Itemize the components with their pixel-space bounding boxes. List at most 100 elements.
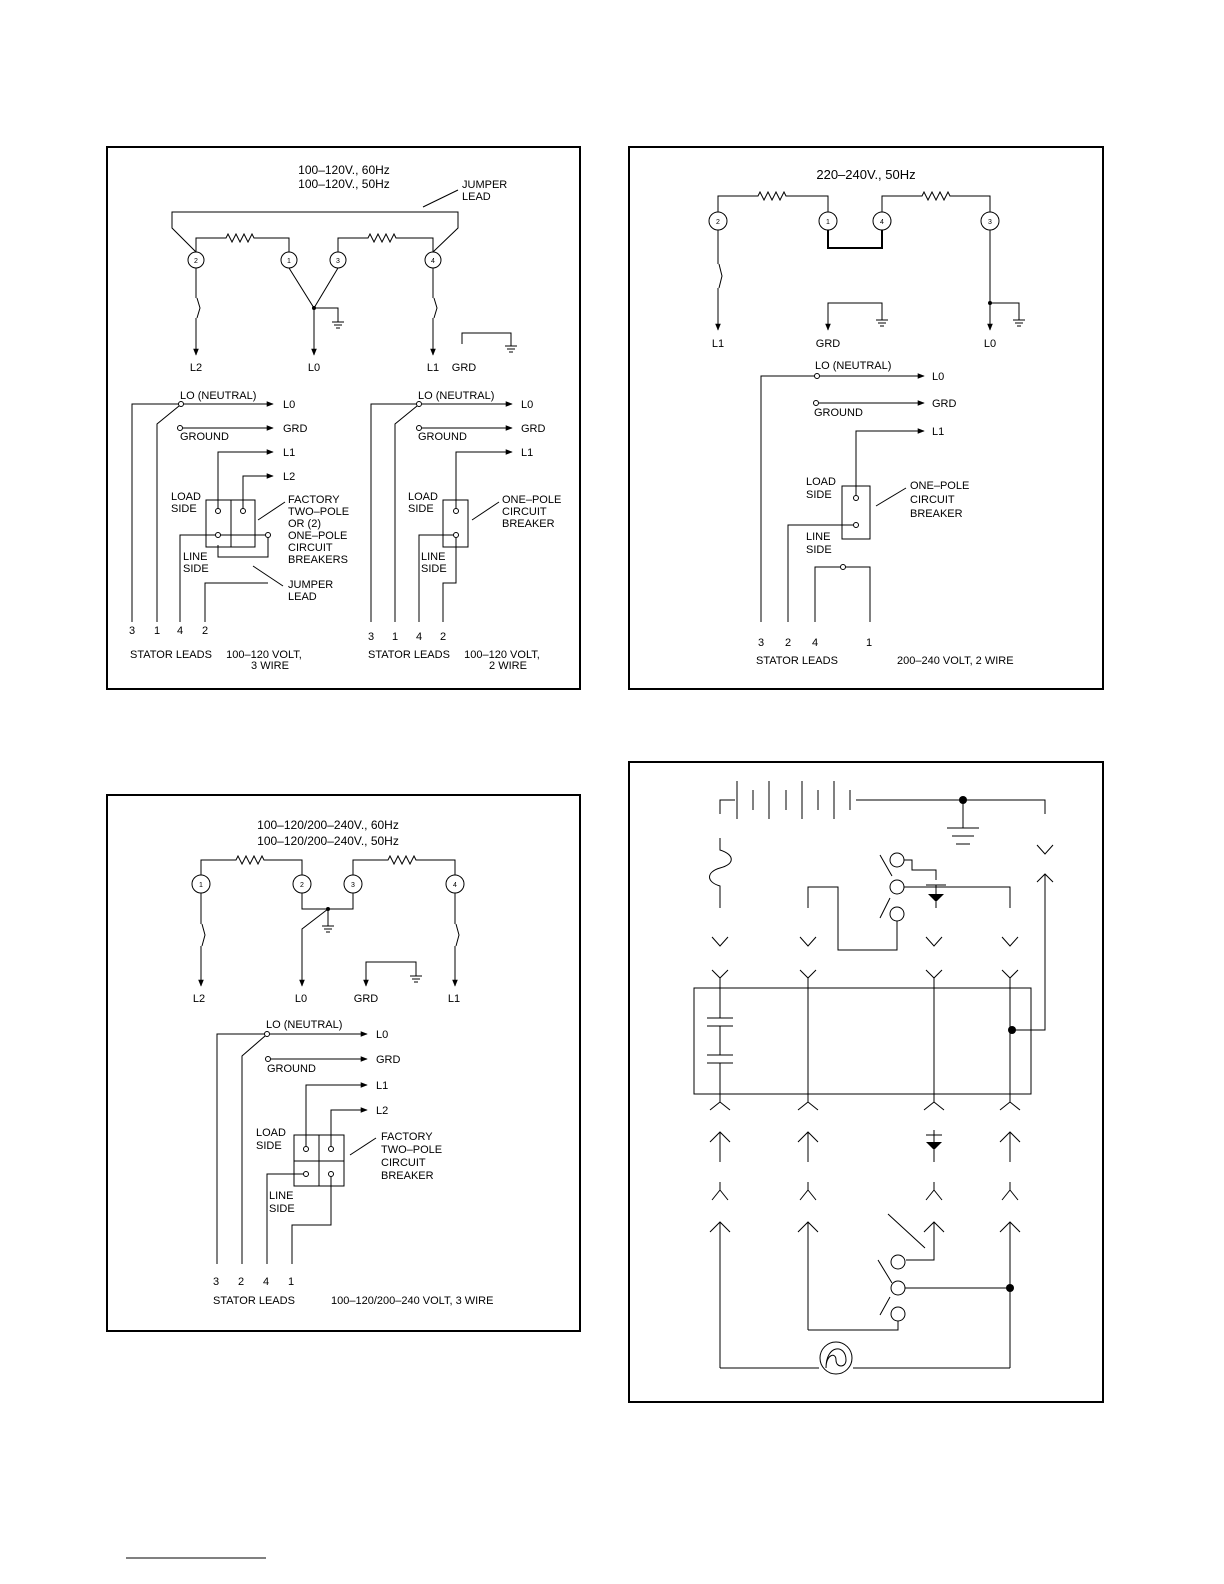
panel-frame [106,794,581,1332]
ground-label: GROUND [814,407,863,419]
ground-symbol [461,332,517,353]
stator-lead-number: 2 [785,637,791,649]
jumper-lead-wire [171,211,459,253]
breaker-label: BREAKER [502,518,555,530]
line-side-label: LINE [183,551,207,563]
diode-icon [926,884,946,908]
lead-wire [131,403,181,622]
terminal-dot [178,401,184,407]
output-label: GRD [521,423,546,435]
ground-symbol [410,975,422,983]
terminal-dot [177,425,183,431]
stator-lead-number: 2 [238,1276,244,1288]
one-pole-breaker [841,485,871,540]
terminal-number: 1 [287,258,291,265]
line-label: L1 [427,362,439,374]
stator-lead-number: 4 [812,637,818,649]
line-side-label: LINE [269,1190,293,1202]
breaker-terminal [215,508,221,514]
panel-title-60hz: 100–120/200–240V., 60Hz [257,818,399,832]
breaker-label: BREAKER [381,1170,434,1182]
jumper-wire [217,534,269,558]
breaker-diagram-2-wire: LO (NEUTRAL) L0 GROUND GRD L1 LOAD SIDE … [756,360,1014,667]
voltage-rating: 100–120/200–240 VOLT, 3 WIRE [331,1295,493,1307]
breaker-terminal [215,532,221,538]
load-side-label: SIDE [806,489,832,501]
line-side-label: LINE [421,551,445,563]
lead-wire [266,1173,303,1264]
line-label: L1 [712,338,724,350]
breaker-terminal [853,495,859,501]
output-arrow [305,1082,368,1146]
terminal-dot [813,400,819,406]
lead-wire [442,538,457,622]
voltage-rating: 100–120 VOLT, [226,649,302,661]
stator-leads-label: STATOR LEADS [130,649,212,661]
panel-frame [106,146,581,690]
stator-lead-number: 4 [177,625,183,637]
line-side-label: LINE [806,531,830,543]
diode-icon [926,1142,942,1150]
load-side-label: SIDE [171,503,197,515]
stator-winding-resistor [352,854,456,876]
output-label: L1 [521,447,533,459]
lo-neutral-label: LO (NEUTRAL) [815,360,891,372]
terminal-dot [264,1031,270,1037]
stator-winding-resistor [881,190,991,213]
output-arrow [217,449,274,509]
output-label: GRD [283,423,308,435]
lead-wire [156,405,180,622]
output-arrow [455,449,513,509]
terminal-dot [416,425,422,431]
breaker-label: CIRCUIT [910,494,955,506]
relay-contact [890,1254,906,1270]
switch-contact [433,297,438,319]
load-side-label: LOAD [806,476,836,488]
terminal-number: 4 [453,882,457,889]
voltage-rating: 200–240 VOLT, 2 WIRE [897,655,1014,667]
ground-symbol [990,302,1025,327]
load-side-label: LOAD [256,1127,286,1139]
lead-wire [787,524,853,622]
switch-contact [201,923,206,947]
breaker-label: ONE–POLE [288,530,347,542]
breaker-divider [294,1135,344,1186]
line-label: L1 [448,993,460,1005]
breaker-terminal [853,522,859,528]
stator-lead-number: 3 [368,631,374,643]
breaker-terminal [303,1171,309,1177]
load-side-label: LOAD [408,491,438,503]
stator-lead-number: 1 [866,637,872,649]
stator-lead-number: 4 [416,631,422,643]
ground-symbol [827,302,888,330]
battery-wire [856,799,1046,814]
breaker-diagram-2-wire: LO (NEUTRAL) L0 GROUND GRD L1 LOAD SIDE … [368,390,561,672]
leader-line [257,501,286,521]
jumper-lead-label: LEAD [288,591,317,603]
terminal-number: 2 [300,882,304,889]
stator-lead-number: 1 [154,625,160,637]
output-label: L0 [521,399,533,411]
lo-neutral-label: LO (NEUTRAL) [418,390,494,402]
breaker-label: BREAKER [910,508,963,520]
output-label: L2 [376,1105,388,1117]
breaker-label: FACTORY [381,1131,433,1143]
diode-icon [928,894,944,902]
switch-contact [196,297,201,319]
terminal-number: 3 [351,882,355,889]
relay-contact [890,1280,906,1296]
lead-wire [418,534,453,622]
breaker-label: OR (2) [288,518,321,530]
terminal-dot [416,401,422,407]
breaker-label: CIRCUIT [288,542,333,554]
terminal-number: 2 [194,258,198,265]
lead-wire [370,403,419,622]
battery-icon [736,781,851,819]
ground-symbol [947,800,979,845]
line-label: L0 [984,338,996,350]
panel-frame [628,146,1104,690]
relay-switch [877,1213,926,1316]
breaker-label: FACTORY [288,494,340,506]
lead-wire [814,566,871,622]
